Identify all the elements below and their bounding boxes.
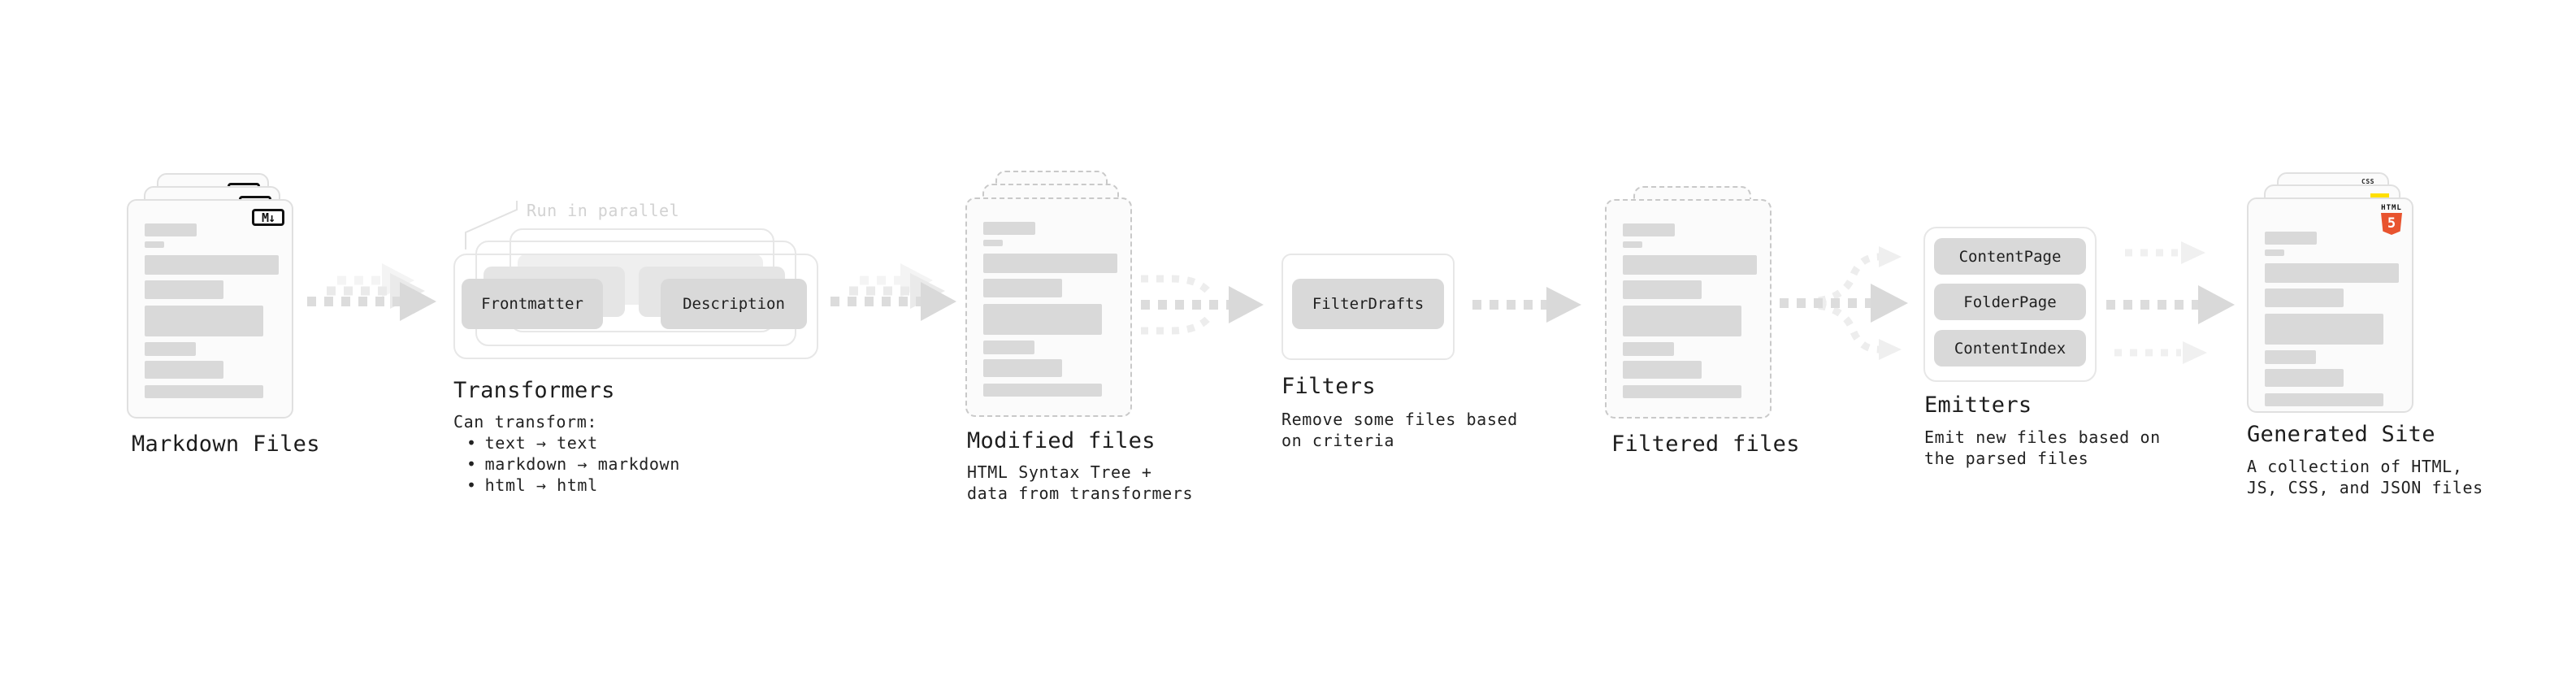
generated-site-caption-line1: A collection of HTML, bbox=[2247, 457, 2463, 476]
filtered-file-card-front bbox=[1605, 199, 1772, 419]
bullet-text: markdown → markdown bbox=[484, 454, 680, 474]
html5-icon-label: HTML bbox=[2381, 204, 2402, 212]
transformers-title: Transformers bbox=[453, 378, 615, 403]
bullet-text: html → html bbox=[484, 475, 598, 495]
bullet-text: text → text bbox=[484, 433, 598, 453]
bullet-item: • text → text bbox=[453, 432, 680, 453]
document-text-placeholder bbox=[2265, 232, 2399, 406]
filters-caption-line1: Remove some files based bbox=[1281, 410, 1518, 429]
bullet-marker: • bbox=[466, 454, 477, 474]
run-in-parallel-note: Run in parallel bbox=[527, 201, 680, 220]
filters-box bbox=[1281, 254, 1455, 360]
document-text-placeholder bbox=[983, 222, 1117, 397]
arrow-markdown-to-transformers bbox=[307, 263, 436, 321]
modified-files-title: Modified files bbox=[967, 428, 1156, 453]
filters-title: Filters bbox=[1281, 374, 1376, 399]
arrow-modified-to-filters bbox=[1141, 275, 1264, 335]
html-file-card: HTML 5 bbox=[2247, 197, 2413, 413]
markdown-file-card-front: M↓ bbox=[127, 199, 293, 419]
folderpage-pill: FolderPage bbox=[1934, 284, 2086, 320]
modified-files-caption-line2: data from transformers bbox=[967, 484, 1194, 503]
document-text-placeholder bbox=[1623, 223, 1757, 398]
contentindex-pill: ContentIndex bbox=[1934, 330, 2086, 367]
generated-site-title: Generated Site bbox=[2247, 422, 2435, 447]
arrow-transformers-to-modified bbox=[830, 263, 956, 321]
modified-files-caption-line1: HTML Syntax Tree + bbox=[967, 462, 1152, 482]
emitters-box bbox=[1923, 227, 2097, 382]
markdown-files-title: Markdown Files bbox=[132, 432, 320, 457]
contentpage-pill: ContentPage bbox=[1934, 238, 2086, 275]
generated-site-caption-line2: JS, CSS, and JSON files bbox=[2247, 478, 2483, 497]
html5-icon-shield: 5 bbox=[2381, 213, 2402, 235]
filtered-files-title: Filtered files bbox=[1611, 432, 1800, 457]
description-pill: Description bbox=[661, 279, 807, 329]
arrow-filters-to-filtered bbox=[1472, 287, 1581, 323]
transformer-box-front bbox=[453, 254, 818, 359]
transformers-caption: Can transform: • text → text • markdown … bbox=[453, 411, 680, 496]
html5-icon: HTML 5 bbox=[2379, 204, 2404, 235]
frontmatter-pill: Frontmatter bbox=[462, 279, 603, 329]
modified-file-card-front bbox=[965, 197, 1132, 417]
bullet-item: • markdown → markdown bbox=[453, 453, 680, 475]
bullet-marker: • bbox=[466, 433, 477, 453]
emitters-caption-line1: Emit new files based on bbox=[1924, 427, 2161, 447]
css-icon-label: CSS bbox=[2361, 178, 2374, 185]
can-transform-label: Can transform: bbox=[453, 412, 597, 432]
emitters-title: Emitters bbox=[1924, 393, 2032, 418]
filterdrafts-pill: FilterDrafts bbox=[1292, 279, 1444, 329]
filters-caption-line2: on criteria bbox=[1281, 431, 1395, 450]
bullet-marker: • bbox=[466, 475, 477, 495]
arrow-filtered-to-emitters bbox=[1780, 246, 1908, 360]
markdown-icon: M↓ bbox=[252, 209, 284, 226]
document-text-placeholder bbox=[145, 223, 279, 398]
emitters-caption-line2: the parsed files bbox=[1924, 449, 2089, 468]
arrow-emitters-to-generated bbox=[2106, 241, 2235, 364]
bullet-item: • html → html bbox=[453, 475, 680, 496]
